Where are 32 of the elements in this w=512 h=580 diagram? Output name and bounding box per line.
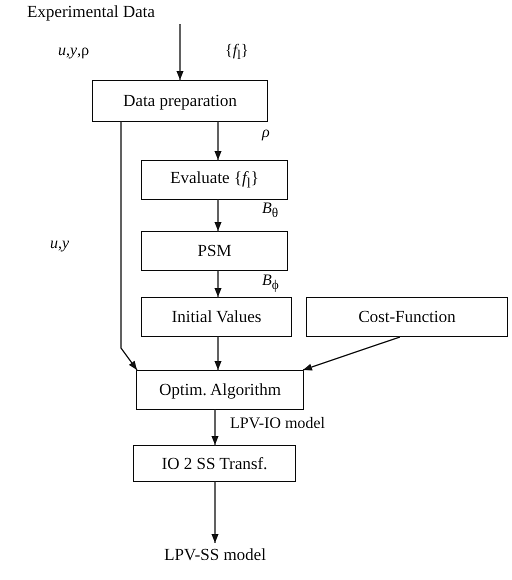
process-box	[141, 231, 288, 271]
edge-label: B$_{ϕ}$	[262, 272, 279, 294]
box-label: PSM	[197, 241, 232, 261]
box-label: Data preparation	[123, 91, 237, 111]
arrow	[176, 24, 184, 80]
arrow	[214, 337, 222, 370]
arrow	[120, 122, 138, 370]
process-box	[133, 445, 296, 482]
box-label: Evaluate {f$_{l}$}	[170, 168, 259, 192]
process-box	[141, 297, 292, 337]
arrow	[211, 482, 219, 543]
edge-label: B$_{θ}$	[262, 200, 278, 222]
arrow	[214, 122, 222, 160]
arrow	[211, 410, 219, 445]
process-box	[92, 80, 268, 122]
box-label: Optim. Algorithm	[159, 380, 281, 400]
signal-label: {f$_{l}$}	[225, 42, 249, 64]
box-label: IO 2 SS Transf.	[162, 454, 268, 474]
process-box	[306, 297, 508, 337]
arrow	[214, 200, 222, 231]
process-box	[141, 160, 288, 200]
edge-label: ρ	[262, 124, 270, 142]
box-label: Initial Values	[172, 307, 262, 327]
flow-text: LPV-SS model	[150, 543, 280, 567]
edge-label: u,y	[50, 235, 70, 253]
process-box	[136, 370, 304, 410]
signal-label: u,y,ρ	[58, 42, 90, 60]
flow-text: Experimental Data	[0, 0, 182, 24]
edge-label: LPV-IO model	[230, 415, 325, 433]
arrow	[302, 336, 400, 371]
arrow	[214, 271, 222, 297]
box-label: Cost-Function	[358, 307, 456, 327]
